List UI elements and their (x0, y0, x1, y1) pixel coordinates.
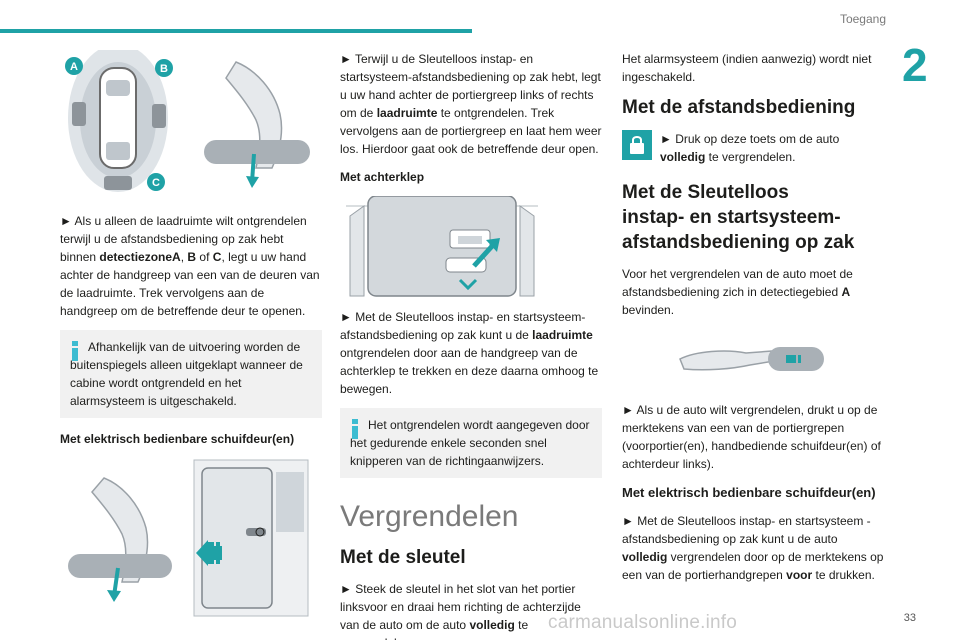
figure-press-handle (676, 329, 884, 391)
header-accent-bar (0, 29, 472, 33)
hand-on-sliding-door-handle-illustration (68, 477, 172, 602)
zone-label-c: C (152, 177, 160, 189)
paragraph-press-button: ► Druk op deze toets om de auto volledig… (660, 132, 840, 164)
info-box-indicators: Het ontgrendelen wordt aangegeven door h… (340, 408, 602, 478)
paragraph-alarm: Het alarmsysteem (indien aanwezig) wordt… (622, 52, 872, 84)
page-number: 33 (903, 612, 916, 624)
section-name: Toegang (839, 12, 886, 26)
paragraph-lock-handles: ► Als u de auto wilt vergrendelen, drukt… (622, 403, 881, 471)
sliding-door-illustration (193, 459, 309, 617)
info-icon (350, 419, 362, 439)
figure-tailgate (342, 196, 602, 298)
heading-sliding-doors: Met elektrisch bedienbare schuifdeur(en) (60, 432, 295, 446)
paragraph-tailgate-unlock: ► Met de Sleutelloos instap- en startsys… (340, 310, 599, 396)
heading-with-key: Met de sleutel (340, 547, 466, 568)
heading-remote: Met de afstandsbediening (622, 97, 856, 118)
info-box-mirrors: Afhankelijk van de uitvoering worden de … (60, 330, 322, 418)
paragraph-sliding-door-lock: ► Met de Sleutelloos instap- en startsys… (622, 514, 884, 582)
column-1: A B C ► Als u alleen de laadruimte wilt … (60, 50, 322, 618)
column-3: Het alarmsysteem (indien aanwezig) wordt… (622, 50, 884, 594)
chapter-number: 2 (902, 39, 928, 91)
heading-sliding-doors-lock: Met elektrisch bedienbare schuifdeur(en) (622, 485, 876, 500)
hand-on-handle-illustration (204, 61, 310, 188)
zone-label-b: B (160, 63, 168, 75)
lock-button-icon (622, 130, 652, 160)
tailgate-illustration (346, 196, 538, 297)
press-handle-illustration (679, 347, 824, 371)
paragraph-door-handle-unlock: ► Terwijl u de Sleutelloos instap- en st… (340, 52, 602, 156)
title-locking: Vergrendelen (340, 500, 519, 533)
paragraph-key-lock: ► Steek de sleutel in het slot van het p… (340, 582, 581, 640)
figure-detection-zones: A B C (60, 50, 322, 202)
figure-sliding-door (60, 458, 322, 618)
heading-keyless: Met de Sleutelloos instap- en startsyste… (622, 182, 855, 253)
zone-label-a: A (70, 61, 78, 73)
column-2: ► Terwijl u de Sleutelloos instap- en st… (340, 50, 602, 640)
detection-zones-illustration: A B C (65, 50, 173, 192)
paragraph-detection-zone: Voor het vergrendelen van de auto moet d… (622, 267, 853, 317)
info-icon (70, 341, 82, 361)
heading-tailgate: Met achterklep (340, 170, 425, 184)
paragraph-unlock-load-area: ► Als u alleen de laadruimte wilt ontgre… (60, 214, 320, 318)
watermark: carmanualsonline.info (548, 612, 738, 633)
lock-instruction: ► Druk op deze toets om de auto volledig… (622, 130, 884, 166)
